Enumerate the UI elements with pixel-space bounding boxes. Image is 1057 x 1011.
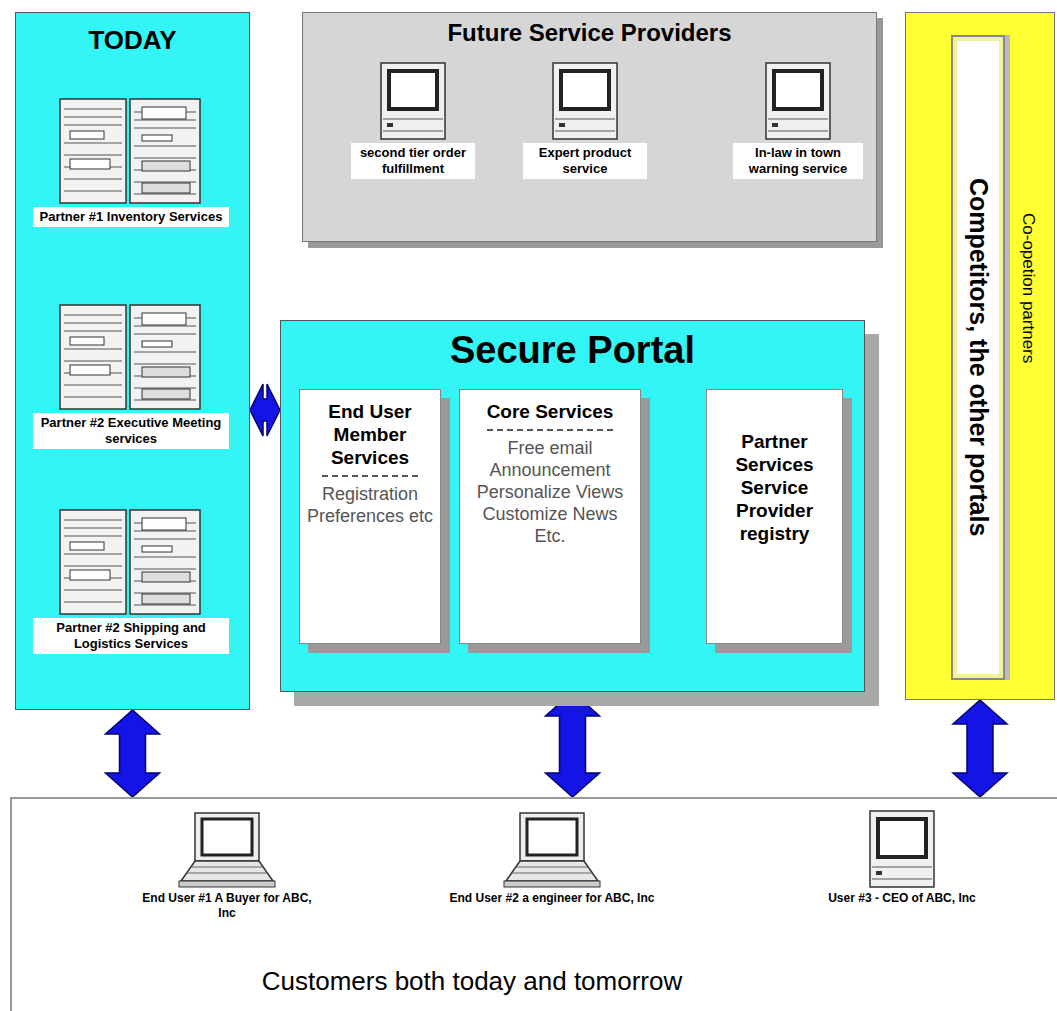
label-box: Partner #2 Executive Meeting services (33, 413, 229, 449)
monitor-icon (758, 61, 838, 143)
service-box: End User Member ServicesRegistration Pre… (299, 389, 441, 644)
provider-terminal: second tier order fulfillment (351, 61, 475, 179)
node-label: Secure Portal (281, 321, 864, 372)
double-arrow (953, 700, 1007, 797)
user-terminal: End User #2 a engineer for ABC, Inc (432, 809, 672, 906)
node-label: Future Service Providers (303, 13, 876, 47)
server-icon (56, 301, 206, 413)
node-label: Core Services (466, 400, 634, 423)
separator (322, 475, 418, 477)
double-arrow (250, 384, 280, 436)
double-arrow (106, 710, 160, 797)
node-body: Free email Announcement Personalize View… (466, 437, 634, 547)
laptop-icon (177, 809, 277, 891)
panel: Co-opetion partners Competitors, the othe… (905, 12, 1055, 700)
label-box: second tier order fulfillment (351, 143, 475, 179)
label-box: Partner #2 Shipping and Logistics Servic… (33, 618, 229, 654)
service-box: Core ServicesFree email Announcement Per… (459, 389, 641, 644)
provider-terminal: Expert product service (523, 61, 647, 179)
node-label: Partner Services Service Provider regist… (713, 430, 836, 545)
node-label: End User #1 A Buyer for ABC, Inc (142, 891, 311, 920)
node-label: Co-opetion partners (1018, 213, 1038, 363)
node-label: In-law in town warning service (749, 145, 847, 176)
partner-server: Partner #1 Inventory Services (33, 95, 229, 227)
server-icon (56, 506, 206, 618)
partner-server: Partner #2 Executive Meeting services (33, 301, 229, 449)
monitor-icon (373, 61, 453, 143)
node-label: End User Member Services (306, 400, 434, 469)
desktop-icon (862, 809, 942, 891)
node-label: Partner #1 Inventory Services (40, 209, 223, 224)
server-icon (56, 95, 206, 207)
laptop-icon (502, 809, 602, 891)
separator (487, 429, 613, 431)
node-label: Partner #2 Executive Meeting services (41, 415, 222, 446)
node-label: TODAY (16, 13, 249, 56)
node-label: Expert product service (539, 145, 631, 176)
node-label: Partner #2 Shipping and Logistics Servic… (56, 620, 206, 651)
node-label: Customers both today and tomorrow (192, 966, 752, 997)
customer-band: Customers both today and tomorrow End Use… (10, 797, 1057, 1011)
label-box: In-law in town warning service (733, 143, 863, 179)
label-box: End User #1 A Buyer for ABC, Inc (132, 891, 322, 921)
double-arrow (546, 692, 600, 797)
node-label: End User #2 a engineer for ABC, Inc (450, 891, 655, 905)
label-box: End User #2 a engineer for ABC, Inc (432, 891, 672, 906)
user-terminal: End User #1 A Buyer for ABC, Inc (132, 809, 322, 921)
partner-server: Partner #2 Shipping and Logistics Servic… (33, 506, 229, 654)
node-label: User #3 - CEO of ABC, Inc (828, 891, 976, 905)
node-label: second tier order fulfillment (360, 145, 466, 176)
panel: TODAY Partner #1 Inventory ServicesPartne… (15, 12, 250, 710)
node-body: Registration Preferences etc (306, 483, 434, 527)
service-box: Partner Services Service Provider regist… (706, 389, 843, 644)
label-box: Expert product service (523, 143, 647, 179)
label-box: User #3 - CEO of ABC, Inc (802, 891, 1002, 906)
portal-box: Competitors, the other portals (951, 35, 1005, 680)
label-box: Partner #1 Inventory Services (33, 207, 229, 227)
panel: Future Service Providers second tier orde… (302, 12, 877, 242)
node-label: Competitors, the other portals (964, 178, 993, 536)
provider-terminal: In-law in town warning service (733, 61, 863, 179)
portal-panel: Secure PortalEnd User Member ServicesReg… (280, 320, 865, 692)
monitor-icon (545, 61, 625, 143)
user-terminal: User #3 - CEO of ABC, Inc (802, 809, 1002, 906)
